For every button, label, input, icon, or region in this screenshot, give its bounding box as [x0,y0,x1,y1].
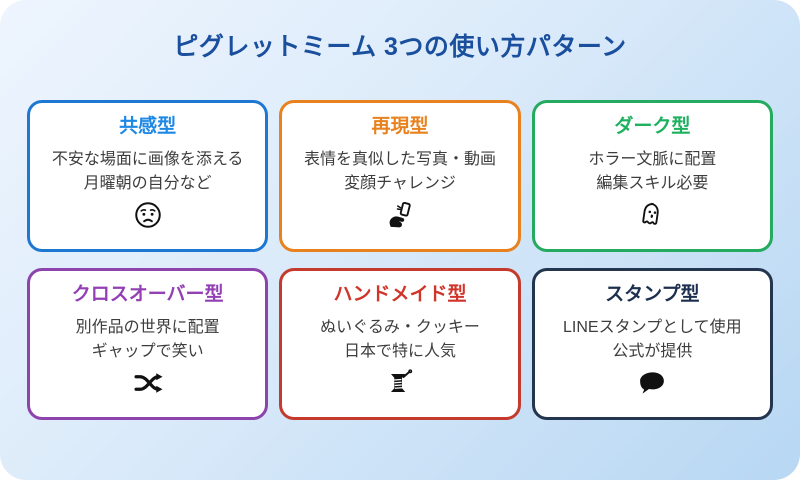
ghost-icon [636,199,668,231]
card-description-line: 不安な場面に画像を添える [51,150,244,168]
card-handmade: ハンドメイド型 ぬいぐるみ・クッキー 日本で特に人気 [279,268,521,420]
card-description-line: ギャップで笑い [91,342,204,360]
card-description-line: 月曜朝の自分など [83,174,212,192]
card-description-line: ぬいぐるみ・クッキー [320,318,480,336]
card-title: クロスオーバー型 [71,284,224,305]
card-title: 再現型 [371,116,429,137]
card-title: ダーク型 [614,116,691,137]
card-description-line: 変顔チャレンジ [344,174,456,192]
card-empathy: 共感型 不安な場面に画像を添える 月曜朝の自分など [27,100,269,252]
card-description-line: 編集スキル必要 [596,174,709,192]
card-grid: 共感型 不安な場面に画像を添える 月曜朝の自分など 再現型 表情を真似した写真・… [0,100,800,420]
card-description-line: ホラー文脈に配置 [588,150,717,168]
page-title: ピグレットミーム 3つの使い方パターン [173,33,627,61]
card-title: ハンドメイド型 [333,284,467,305]
card-stamp: スタンプ型 LINEスタンプとして使用 公式が提供 [531,268,773,420]
card-dark: ダーク型 ホラー文脈に配置 編集スキル必要 [531,100,773,252]
speech-bubble-icon [636,367,668,399]
card-title: スタンプ型 [605,284,700,305]
card-title: 共感型 [119,116,177,137]
card-description-line: 別作品の世界に配置 [75,318,220,336]
card-reproduction: 再現型 表情を真似した写真・動画 変顔チャレンジ [279,100,521,252]
card-description-line: 表情を真似した写真・動画 [303,150,496,168]
card-crossover: クロスオーバー型 別作品の世界に配置 ギャップで笑い [27,268,269,420]
card-description-line: 公式が提供 [612,342,693,360]
thread-spool-icon [384,367,416,399]
card-description-line: 日本で特に人気 [343,342,456,360]
shuffle-icon [132,367,164,399]
card-description-line: LINEスタンプとして使用 [563,318,742,336]
selfie-icon [384,199,416,231]
worried-face-icon [132,199,164,231]
